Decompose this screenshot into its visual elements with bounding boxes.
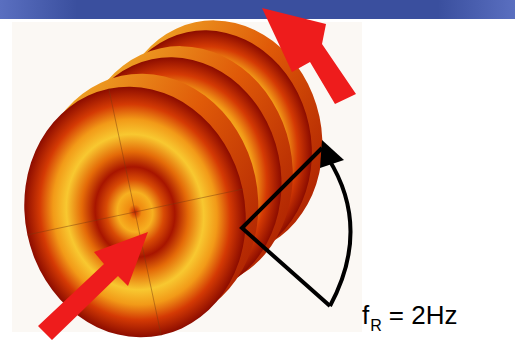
flow-arrow	[38, 232, 148, 340]
frequency-symbol: f	[362, 302, 369, 328]
header-bar	[0, 0, 515, 19]
rotation-wedge	[242, 148, 330, 306]
frequency-value: = 2Hz	[389, 302, 458, 328]
rotation-arc	[328, 158, 351, 306]
disc	[0, 53, 283, 350]
rotation-arrowhead	[320, 140, 344, 168]
flow-arrow	[262, 8, 356, 104]
frequency-subscript: R	[370, 318, 382, 334]
